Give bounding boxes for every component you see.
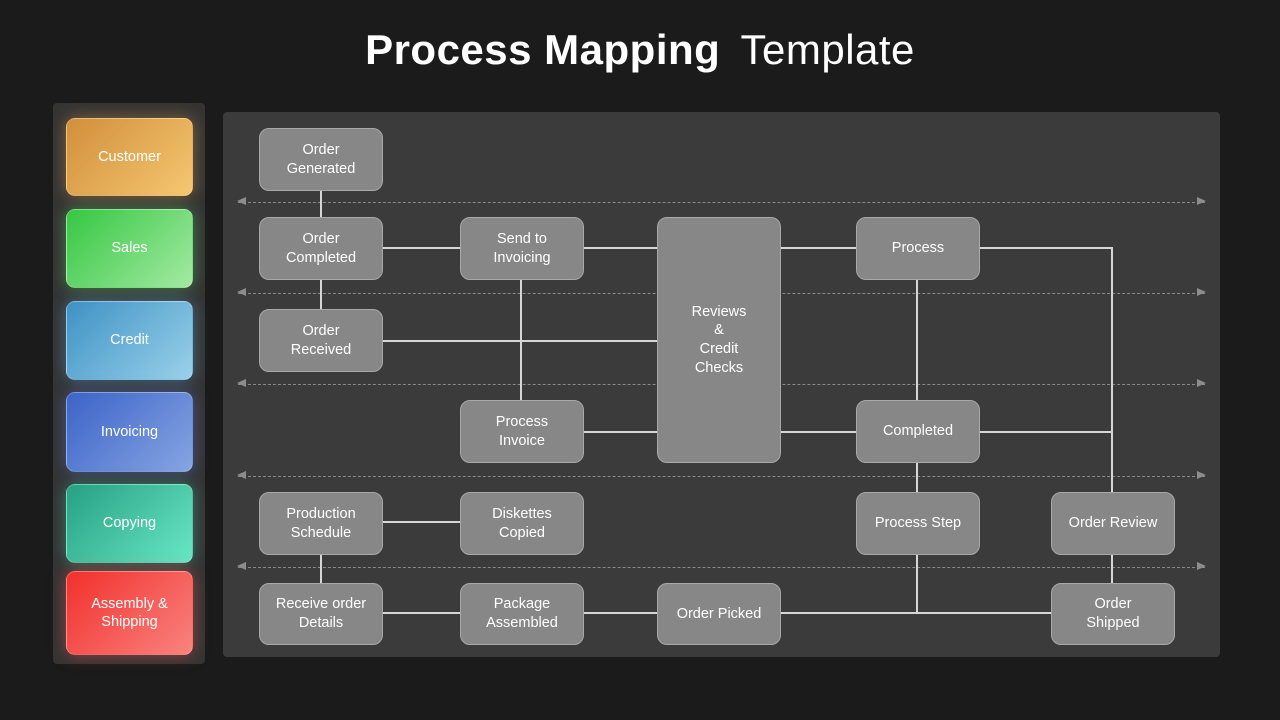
connector [383,612,460,614]
connector [781,431,856,433]
arrow-left-icon [237,471,246,479]
arrow-right-icon [1197,562,1206,570]
connector [1111,555,1113,583]
node-order-shipped[interactable]: Order Shipped [1051,583,1175,645]
swimlane-divider [237,197,1206,205]
node-process-invoice[interactable]: Process Invoice [460,400,584,463]
connector [781,612,1052,614]
arrow-right-icon [1197,379,1206,387]
page-title-light: Template [740,26,915,73]
node-package-assembled[interactable]: Package Assembled [460,583,584,645]
node-receive-order-details[interactable]: Receive order Details [259,583,383,645]
arrow-right-icon [1197,471,1206,479]
connector [1111,247,1113,492]
node-order-received[interactable]: Order Received [259,309,383,372]
node-process-step[interactable]: Process Step [856,492,980,555]
legend-item-sales[interactable]: Sales [66,209,193,288]
arrow-left-icon [237,562,246,570]
connector [320,191,322,217]
node-reviews-credit-checks[interactable]: Reviews & Credit Checks [657,217,781,463]
arrow-left-icon [237,379,246,387]
swimlane-divider [237,471,1206,479]
legend-item-invoicing[interactable]: Invoicing [66,392,193,472]
connector [781,247,856,249]
node-order-generated[interactable]: Order Generated [259,128,383,191]
arrow-left-icon [237,197,246,205]
arrow-left-icon [237,288,246,296]
connector [916,555,918,613]
legend-item-customer[interactable]: Customer [66,118,193,196]
node-diskettes-copied[interactable]: Diskettes Copied [460,492,584,555]
arrow-right-icon [1197,197,1206,205]
node-production-schedule[interactable]: Production Schedule [259,492,383,555]
connector [584,431,657,433]
connector [383,247,460,249]
node-order-picked[interactable]: Order Picked [657,583,781,645]
connector [383,340,657,342]
connector [980,247,1112,249]
legend-item-credit[interactable]: Credit [66,301,193,380]
node-send-to-invoicing[interactable]: Send to Invoicing [460,217,584,280]
node-order-completed[interactable]: Order Completed [259,217,383,280]
node-completed[interactable]: Completed [856,400,980,463]
legend-item-assembly-shipping[interactable]: Assembly & Shipping [66,571,193,655]
page-title: Process Mapping Template [0,26,1280,74]
node-process[interactable]: Process [856,217,980,280]
legend-sidebar: Customer Sales Credit Invoicing Copying … [53,103,205,664]
legend-item-copying[interactable]: Copying [66,484,193,563]
connector [916,463,918,492]
node-order-review[interactable]: Order Review [1051,492,1175,555]
connector [584,247,657,249]
connector [916,280,918,400]
flowchart-panel: Order Generated Order Completed Send to … [223,112,1220,657]
swimlane-divider [237,562,1206,570]
connector [320,280,322,310]
connector [980,431,1112,433]
arrow-right-icon [1197,288,1206,296]
connector [584,612,657,614]
connector [383,521,460,523]
page-title-strong: Process Mapping [365,26,721,73]
connector [320,555,322,583]
